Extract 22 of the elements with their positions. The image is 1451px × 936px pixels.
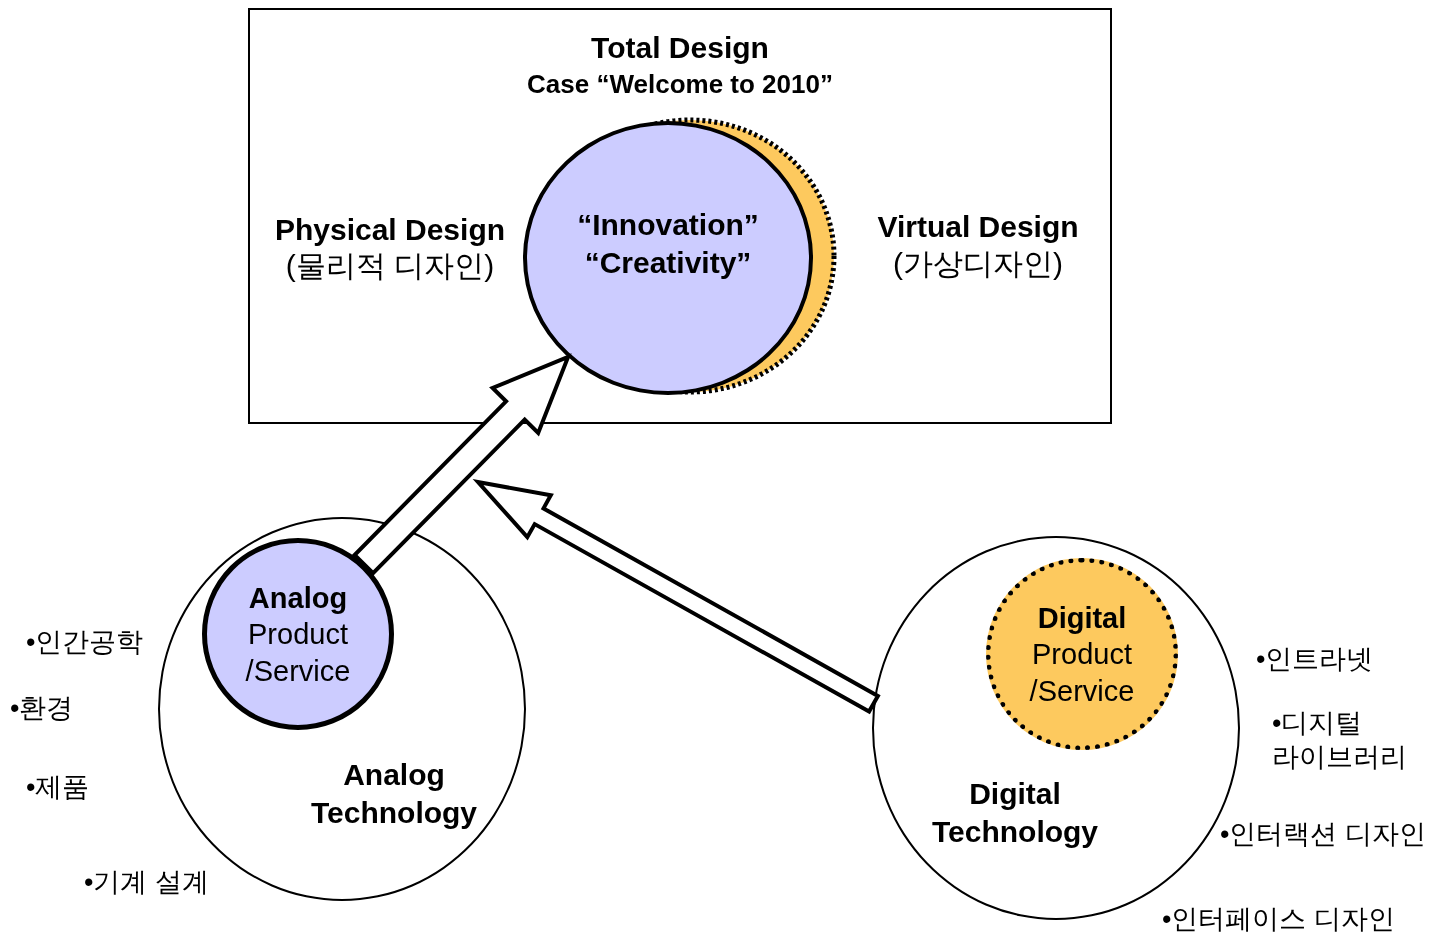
frame-box: [248, 8, 1112, 424]
bullet-item: •환경: [10, 692, 74, 726]
design-label: (물리적 디자인): [285, 248, 495, 285]
design-label: (가상디자인): [893, 246, 1063, 283]
circle-label: Digital Technology: [930, 775, 1100, 850]
bullet-item: •디지털 라이브러리: [1272, 707, 1408, 774]
circle-label: “Innovation” “Creativity”: [576, 206, 760, 281]
bullet-item: •인터랙션 디자인: [1220, 818, 1426, 852]
bullet-item: •인터페이스 디자인: [1162, 903, 1395, 936]
block-arrow: [351, 353, 572, 577]
bullet-item: •제품: [26, 771, 90, 805]
design-label: Physical Design: [274, 212, 506, 249]
bullet-item: •기계 설계: [84, 866, 209, 900]
circle-label: Digital Product /Service: [1028, 600, 1136, 709]
circle-label: Analog Technology: [309, 756, 479, 831]
heading: Case “Welcome to 2010”: [527, 67, 833, 101]
design-label: Virtual Design: [877, 209, 1079, 246]
block-arrow: [472, 479, 881, 715]
bullet-item: •인간공학: [26, 626, 144, 660]
circle-label: Analog Product /Service: [244, 580, 352, 689]
heading: Total Design: [591, 30, 769, 67]
bullet-item: •인트라넷: [1256, 643, 1374, 677]
